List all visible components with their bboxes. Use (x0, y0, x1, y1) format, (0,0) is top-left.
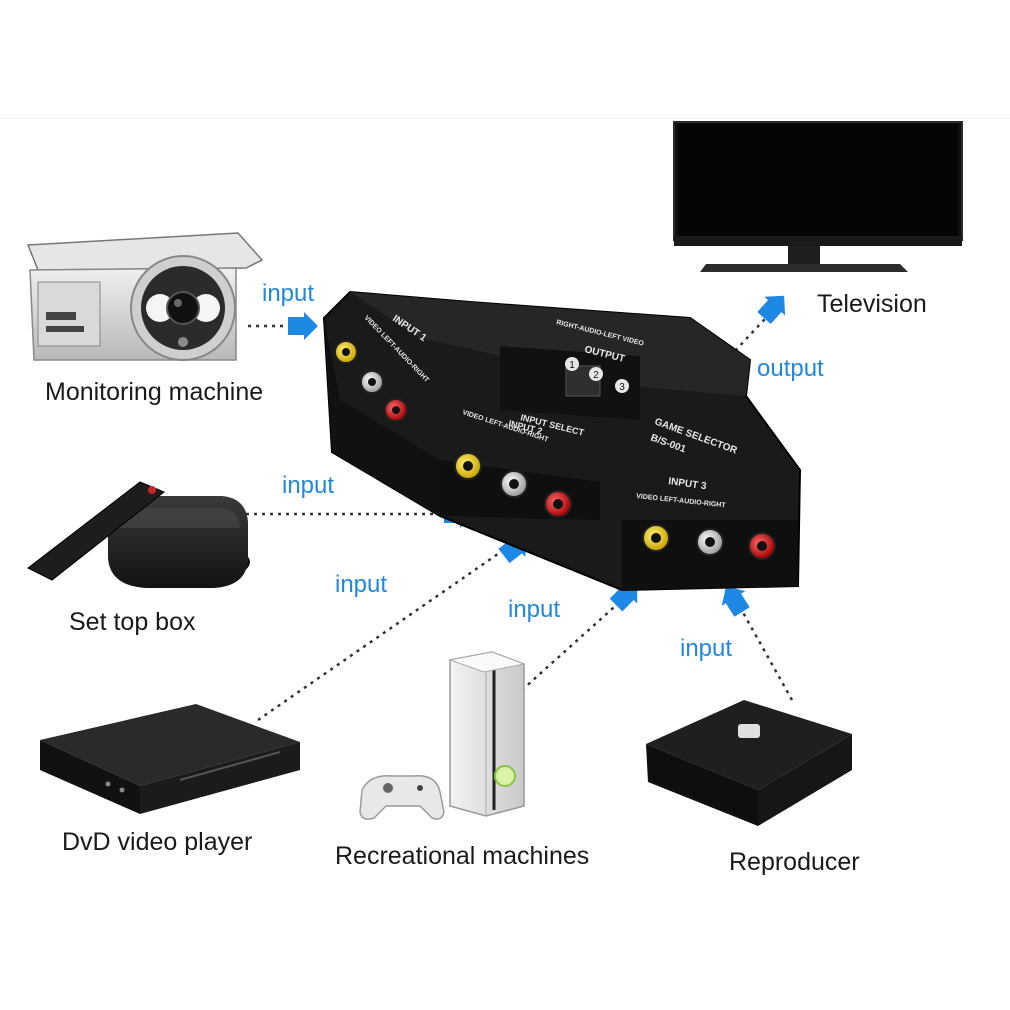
label-recreational-machines: Recreational machines (335, 842, 590, 870)
label-television: Television (817, 290, 927, 318)
label-dvd-player: DvD video player (62, 828, 253, 856)
top-divider (0, 118, 1010, 119)
output-button-2: 2 (593, 370, 599, 381)
line-reproducer (734, 599, 794, 701)
label-monitoring-machine: Monitoring machine (45, 378, 264, 406)
rca-jacks-input-3 (642, 524, 776, 560)
selector-input3-label: INPUT 3 (668, 476, 708, 492)
flow-label-television: output (757, 355, 824, 382)
arrow-right-icon (288, 312, 318, 340)
game-selector-device: 1 2 3 INPUT 1 VIDEO LEFT-AUDIO-RIGHT INP… (322, 290, 802, 592)
flow-label-settop: input (282, 472, 335, 499)
flow-label-dvd: input (335, 571, 388, 598)
flow-label-recreational: input (508, 596, 561, 623)
label-set-top-box: Set top box (69, 608, 196, 636)
label-reproducer: Reproducer (729, 848, 860, 876)
game-controller-icon (359, 775, 445, 820)
output-button-3: 3 (619, 382, 625, 393)
output-button-1: 1 (569, 360, 575, 371)
rca-jacks-input-2 (454, 452, 572, 518)
media-player-icon (646, 700, 852, 826)
flow-label-monitoring: input (262, 280, 315, 307)
arrow-up-left-icon (721, 586, 750, 617)
television-icon (673, 121, 963, 272)
rca-jacks-input-1 (334, 340, 408, 422)
set-top-box-icon (27, 481, 250, 588)
output-buttons: 1 2 3 (565, 357, 629, 393)
line-recreational (521, 599, 623, 691)
dvd-player-icon (40, 704, 300, 814)
arrow-up-right-icon (757, 295, 786, 325)
line-dvd (257, 545, 509, 722)
game-console-icon (448, 651, 526, 817)
flow-label-reproducer: input (680, 635, 733, 662)
security-camera-icon (26, 232, 264, 361)
